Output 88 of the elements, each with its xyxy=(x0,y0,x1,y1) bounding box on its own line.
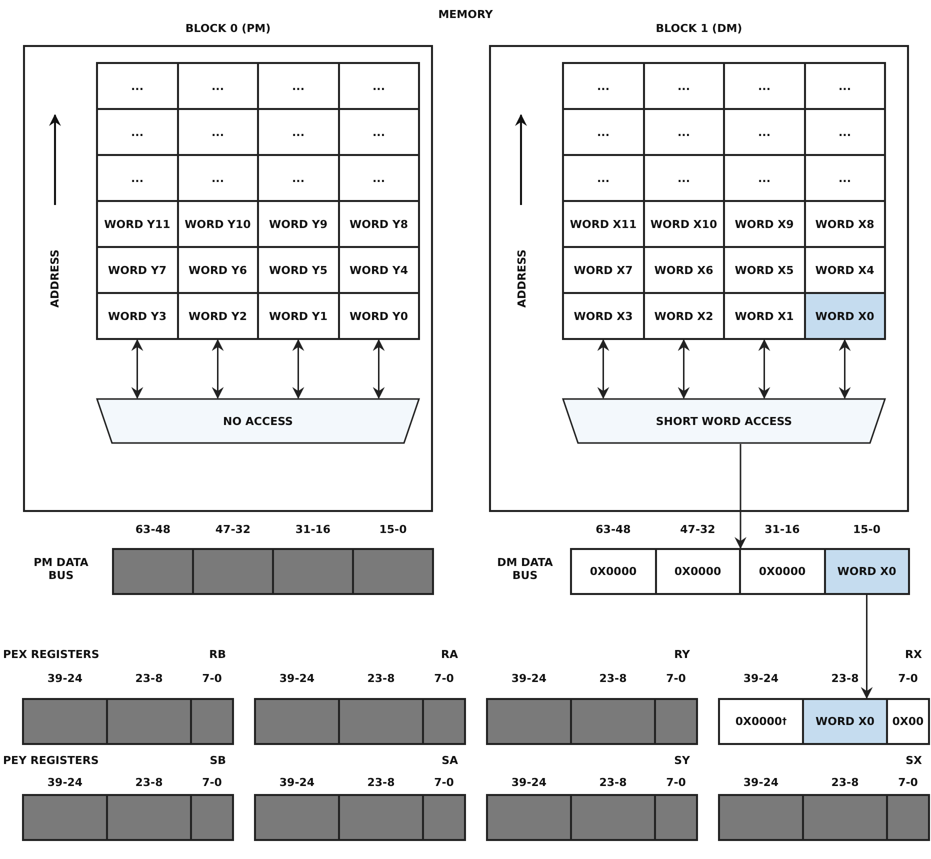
empty-field xyxy=(422,794,466,841)
bit-range-label: 39-24 xyxy=(278,776,316,789)
arrow xyxy=(734,444,746,549)
bit-range-label: 23-8 xyxy=(830,672,860,685)
bit-range-label: 15-0 xyxy=(852,523,882,536)
memory-word-field: 0X0000 xyxy=(570,548,656,595)
bit-range-label: 47-32 xyxy=(679,523,716,536)
empty-field xyxy=(190,794,234,841)
empty-field xyxy=(190,698,234,745)
bit-range-label: 23-8 xyxy=(134,776,164,789)
bit-range-label: 39-24 xyxy=(46,672,84,685)
bit-range-label: 7-0 xyxy=(665,776,687,789)
empty-field xyxy=(422,698,466,745)
block-title: BLOCK 1 (DM) xyxy=(654,22,744,35)
register-group-label: PEY REGISTERS xyxy=(3,754,99,767)
bit-range-label: 39-24 xyxy=(510,776,548,789)
arrow xyxy=(838,339,851,399)
register-group-label: PEX REGISTERS xyxy=(3,648,100,661)
memory-word-field: WORD X0 xyxy=(824,548,910,595)
bit-range-label: 7-0 xyxy=(433,672,455,685)
bus-label: PM DATA BUS xyxy=(32,556,90,582)
memory-word-field: WORD Y0 xyxy=(338,292,420,340)
bit-range-label: 31-16 xyxy=(294,523,332,536)
memory-word-field: WORD Y3 xyxy=(96,292,178,340)
memory-word-field: WORD X3 xyxy=(562,292,644,340)
bit-range-label: 39-24 xyxy=(742,672,780,685)
arrow xyxy=(860,595,873,699)
axis-label: ADDRESS xyxy=(516,248,528,310)
register xyxy=(486,754,698,841)
bit-range-label: 23-8 xyxy=(366,776,396,789)
empty-field xyxy=(886,794,930,841)
register-name: SX xyxy=(906,754,922,767)
arrow xyxy=(131,339,144,399)
bus-label: DM DATA BUS xyxy=(496,556,554,582)
register-name: RY xyxy=(674,648,690,661)
memory-word-field: 0X00 xyxy=(886,698,930,745)
block-title: BLOCK 0 (PM) xyxy=(184,22,272,35)
bit-range-label: 63-48 xyxy=(134,523,172,536)
arrow xyxy=(678,339,690,399)
register xyxy=(254,648,466,745)
bit-range-label: 23-8 xyxy=(366,672,396,685)
register xyxy=(486,648,698,745)
register-name: RA xyxy=(441,648,458,661)
register xyxy=(718,648,930,745)
memory-word-field: ... xyxy=(804,62,886,110)
bit-range-label: 7-0 xyxy=(433,776,455,789)
bit-range-label: 39-24 xyxy=(46,776,84,789)
register-name: SY xyxy=(674,754,690,767)
bit-range-label: 23-8 xyxy=(134,672,164,685)
bit-range-label: 63-48 xyxy=(594,523,632,536)
register-name: SB xyxy=(210,754,226,767)
bit-range-label: 7-0 xyxy=(201,776,223,789)
memory-word-field: 0X0000 xyxy=(739,548,826,595)
bit-range-label: 39-24 xyxy=(278,672,316,685)
bit-range-label: 39-24 xyxy=(742,776,780,789)
bit-range-label: 23-8 xyxy=(598,776,628,789)
register xyxy=(254,754,466,841)
bit-range-label: 23-8 xyxy=(830,776,860,789)
bit-range-label: 7-0 xyxy=(897,776,919,789)
arrow xyxy=(758,339,770,399)
bit-range-label: 7-0 xyxy=(897,672,919,685)
bit-range-label: 23-8 xyxy=(598,672,628,685)
bit-range-label: 15-0 xyxy=(378,523,408,536)
register xyxy=(718,754,930,841)
bit-range-label: 7-0 xyxy=(665,672,687,685)
empty-field xyxy=(654,794,698,841)
arrow xyxy=(292,339,304,399)
access-trapezoid: SHORT WORD ACCESS xyxy=(562,398,886,444)
access-trapezoid: NO ACCESS xyxy=(96,398,420,444)
memory-word-field: ... xyxy=(96,62,178,110)
bit-range-label: 39-24 xyxy=(510,672,548,685)
memory-word-field: ... xyxy=(338,62,420,110)
arrow xyxy=(372,339,385,399)
arrow xyxy=(597,339,610,399)
register-name: RB xyxy=(209,648,226,661)
bit-range-label: 47-32 xyxy=(214,523,252,536)
arrow xyxy=(212,339,224,399)
register-name: RX xyxy=(905,648,922,661)
bit-range-label: 7-0 xyxy=(201,672,223,685)
bit-range-label: 31-16 xyxy=(764,523,801,536)
axis-label: ADDRESS xyxy=(48,248,62,310)
memory-word-field: 0X0000 xyxy=(654,548,741,595)
memory-word-field: ... xyxy=(562,62,644,110)
empty-field xyxy=(654,698,698,745)
memory-word-field: WORD X0 xyxy=(802,698,888,745)
diagram-title: MEMORY xyxy=(437,8,494,21)
memory-word-field: WORD X0 xyxy=(804,292,886,340)
register-name: SA xyxy=(442,754,458,767)
